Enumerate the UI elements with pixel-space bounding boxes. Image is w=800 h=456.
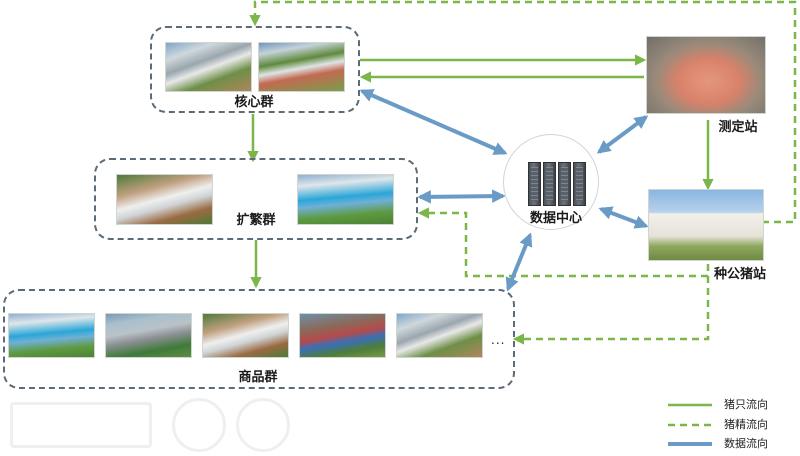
core-group-label: 核心群 — [231, 95, 277, 111]
server-rack-icon — [558, 162, 571, 206]
legend-semen-flow-label: 猪精流向 — [724, 418, 768, 431]
watermark-seal — [236, 398, 290, 452]
commercial-farm-photo-4 — [299, 313, 386, 358]
arrow-boar-to-commercial-semen — [512, 276, 710, 345]
server-rack-icon — [528, 162, 541, 206]
expansion-farm-photo-1 — [116, 174, 213, 225]
legend-pig-flow-label: 猪只流向 — [724, 398, 768, 411]
testing-station-photo — [646, 36, 766, 114]
commercial-more-ellipsis: ... — [491, 333, 506, 347]
boar-station-label: 种公猪站 — [710, 267, 770, 283]
data-center-label: 数据中心 — [529, 211, 583, 226]
server-rack-icon — [573, 162, 586, 206]
commercial-group-label: 商品群 — [235, 370, 281, 386]
watermark-seal — [172, 398, 226, 452]
expansion-group-box — [94, 158, 418, 240]
arrow-data-commercial — [505, 232, 533, 292]
commercial-farm-photo-5 — [396, 313, 483, 358]
core-farm-photo-1 — [165, 42, 252, 92]
legend-data-flow-label: 数据流向 — [724, 437, 768, 450]
legend-pig-flow-line — [668, 403, 712, 407]
arrow-boar-to-core-semen — [249, 0, 797, 224]
watermark-logo — [10, 402, 152, 448]
arrow-data-expansion — [417, 189, 506, 204]
expansion-group-label: 扩繁群 — [233, 213, 279, 229]
core-group-box — [150, 26, 360, 113]
testing-station-label: 测定站 — [715, 120, 761, 136]
expansion-farm-photo-2 — [297, 174, 394, 225]
arrow-data-core — [359, 89, 508, 155]
arrow-data-testing — [596, 115, 649, 154]
commercial-farm-photo-1 — [8, 313, 95, 358]
commercial-farm-photo-3 — [202, 313, 289, 358]
arrow-boar-to-expansion-semen — [417, 207, 710, 278]
legend-data-flow-line — [668, 442, 712, 446]
arrow-data-boar — [598, 206, 649, 229]
legend-semen-flow-line — [668, 423, 712, 427]
commercial-farm-photo-2 — [105, 313, 192, 358]
boar-station-photo — [648, 189, 764, 261]
server-rack-icon — [543, 162, 556, 206]
core-farm-photo-2 — [258, 42, 345, 92]
commercial-group-box — [3, 289, 515, 389]
